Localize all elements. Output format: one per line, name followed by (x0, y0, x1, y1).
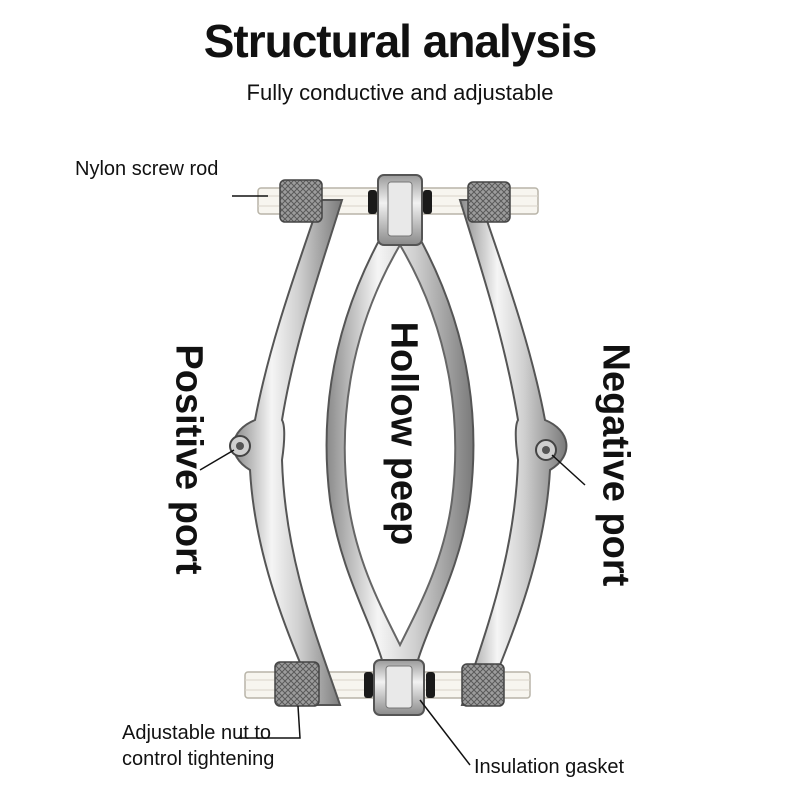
top-gasket-right (423, 190, 432, 214)
label-positive-port: Positive port (167, 344, 210, 575)
top-right-nut (467, 181, 511, 223)
bottom-gasket-left (364, 672, 373, 698)
label-negative-port: Negative port (594, 343, 637, 587)
leader-adjustable-nut (238, 705, 301, 739)
leader-negative-port (551, 454, 586, 486)
label-hollow-peep: Hollow peep (382, 321, 425, 546)
hollow-window (343, 243, 457, 648)
label-adjustable-nut-line1: Adjustable nut to (122, 722, 271, 744)
label-adjustable-nut-line2: control tightening (122, 748, 275, 770)
leader-insulation-gasket (419, 699, 471, 766)
leader-positive-port (199, 449, 235, 471)
top-gasket-left (368, 190, 377, 214)
label-nylon-screw-rod: Nylon screw rod (75, 158, 219, 180)
bottom-right-nut (461, 663, 505, 707)
top-left-nut (279, 179, 323, 223)
label-insulation-gasket: Insulation gasket (474, 756, 625, 778)
page-subtitle: Fully conductive and adjustable (246, 80, 554, 105)
page-title: Structural analysis (203, 15, 598, 67)
bottom-left-nut (274, 661, 320, 707)
bottom-gasket-right (426, 672, 435, 698)
